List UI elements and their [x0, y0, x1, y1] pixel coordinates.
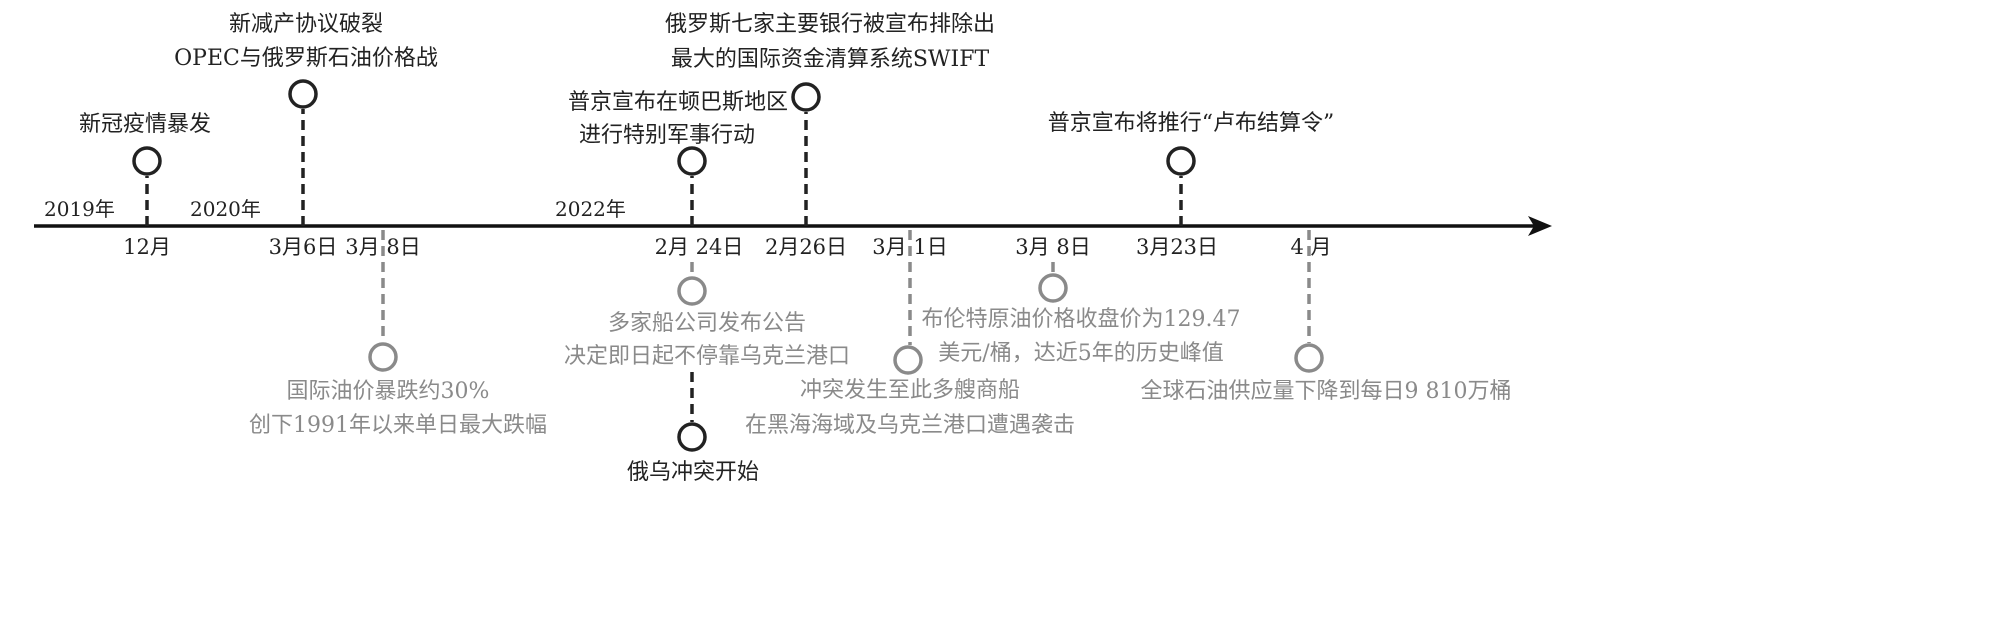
event-label: 全球石油供应量下降到每日9 810万桶 — [1141, 379, 1512, 404]
event-label: 普京宣布在顿巴斯地区 — [568, 90, 788, 115]
event-marker — [132, 146, 162, 176]
year-2020: 2020年 — [190, 197, 261, 221]
date-label: 2月26日 — [765, 235, 847, 259]
event-marker — [677, 146, 707, 176]
date-label: 3月 8日 — [1015, 235, 1090, 259]
event-label: 冲突发生至此多艘商船 — [800, 378, 1020, 403]
date-label: 3月6日 — [269, 235, 338, 259]
date-label: 2月 24日 — [655, 235, 744, 259]
event-marker — [1038, 273, 1068, 303]
year-2022: 2022年 — [555, 197, 626, 221]
date-label: 12月 — [123, 235, 171, 259]
event-label: 美元/桶，达近5年的历史峰值 — [938, 341, 1223, 366]
event-marker — [288, 79, 318, 109]
event-label: 新减产协议破裂 — [229, 12, 383, 37]
event-marker — [677, 422, 707, 452]
event-marker — [1294, 343, 1324, 373]
event-marker — [677, 276, 707, 306]
event-label: 国际油价暴跌约30% — [287, 379, 490, 404]
event-marker — [791, 82, 821, 112]
event-label: 布伦特原油价格收盘价为129.47 — [922, 307, 1241, 332]
event-label: 俄罗斯七家主要银行被宣布排除出 — [665, 12, 995, 37]
event-label: 创下1991年以来单日最大跌幅 — [249, 413, 547, 438]
event-label: 决定即日起不停靠乌克兰港口 — [564, 344, 850, 369]
event-label: 最大的国际资金清算系统SWIFT — [671, 47, 990, 72]
year-2019: 2019年 — [44, 197, 115, 221]
event-label: 俄乌冲突开始 — [627, 460, 759, 485]
event-marker — [893, 345, 923, 375]
event-label: 新冠疫情暴发 — [79, 112, 211, 137]
event-label: OPEC与俄罗斯石油价格战 — [174, 46, 438, 71]
timeline-diagram: 2019年 2020年 2022年 12月 3月6日 3月 8日 2月 24日 … — [34, 12, 1552, 485]
event-label: 进行特别军事行动 — [579, 123, 755, 148]
event-marker — [368, 342, 398, 372]
axis-arrow-head — [1528, 216, 1552, 236]
event-label: 在黑海海域及乌克兰港口遭遇袭击 — [745, 413, 1075, 438]
event-marker — [1166, 146, 1196, 176]
date-label: 4 月 — [1290, 235, 1331, 259]
event-label: 普京宣布将推行“卢布结算令” — [1048, 111, 1335, 136]
date-label: 3月23日 — [1136, 235, 1218, 259]
event-label: 多家船公司发布公告 — [608, 311, 806, 336]
